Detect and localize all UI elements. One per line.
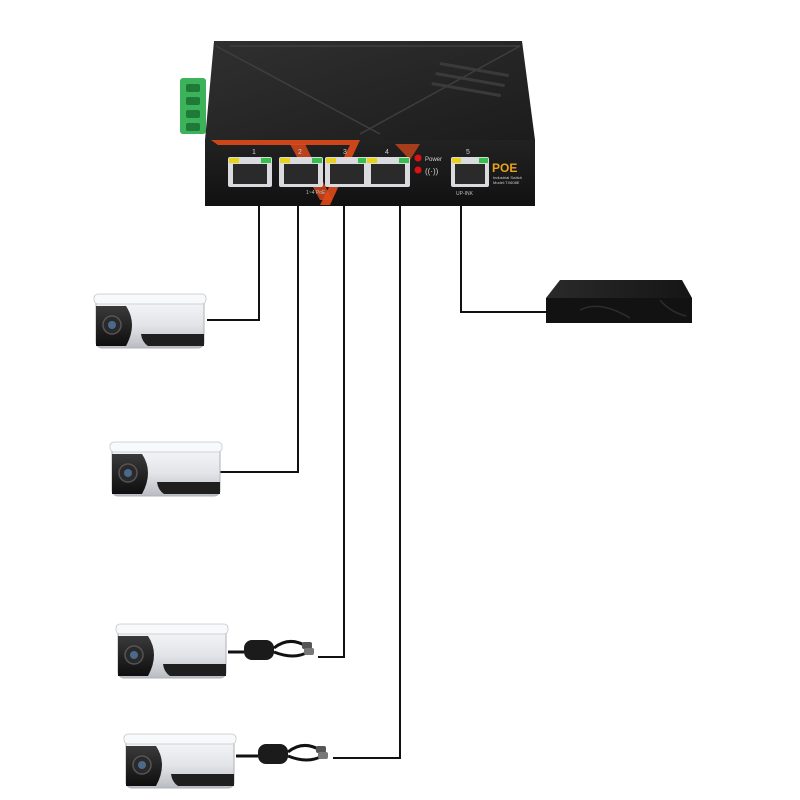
port-2[interactable]: [279, 157, 323, 187]
camera-4: [123, 733, 237, 789]
port-number-4: 4: [385, 149, 389, 156]
camera-2: [109, 441, 223, 497]
port-number-2: 2: [298, 149, 302, 156]
poe-ports-label: 1~4 PoE: [306, 190, 326, 196]
port-1[interactable]: [228, 157, 272, 187]
power-label: Power: [425, 157, 442, 163]
uplink-label: UP-INK: [456, 191, 474, 197]
cable-port3-splitter1: [318, 190, 345, 658]
switch-top-face: [205, 41, 535, 140]
poe-splitter-1: [242, 638, 316, 662]
brand-label: POE: [492, 161, 517, 175]
cable-port5-recorder: [460, 190, 546, 313]
cable-port2-camera2: [220, 190, 299, 473]
cable-port1-camera1: [207, 190, 260, 321]
cables: [207, 190, 546, 759]
switch-subtitle-1: Industrial Switch: [493, 175, 522, 180]
network-recorder: [546, 280, 692, 323]
poe-switch: 1 2 3 4 1~4 PoE Power ((·)) 5 UP-INK POE…: [180, 41, 535, 206]
port-number-1: 1: [252, 149, 256, 156]
port-number-3: 3: [343, 149, 347, 156]
port-3[interactable]: [325, 157, 369, 187]
terminal-block: [180, 78, 206, 134]
switch-subtitle-2: Model:TX608E: [493, 180, 520, 185]
port-number-5: 5: [466, 149, 470, 156]
cable-port4-splitter2: [333, 190, 401, 759]
poe-ports: [228, 157, 410, 187]
signal-icon: ((·)): [425, 167, 439, 176]
camera-1: [93, 293, 207, 349]
camera-3: [115, 623, 229, 679]
status-led: [414, 166, 422, 174]
port-5-uplink[interactable]: [451, 157, 489, 187]
port-4[interactable]: [366, 157, 410, 187]
power-led: [414, 154, 422, 162]
poe-splitter-2: [256, 742, 330, 766]
